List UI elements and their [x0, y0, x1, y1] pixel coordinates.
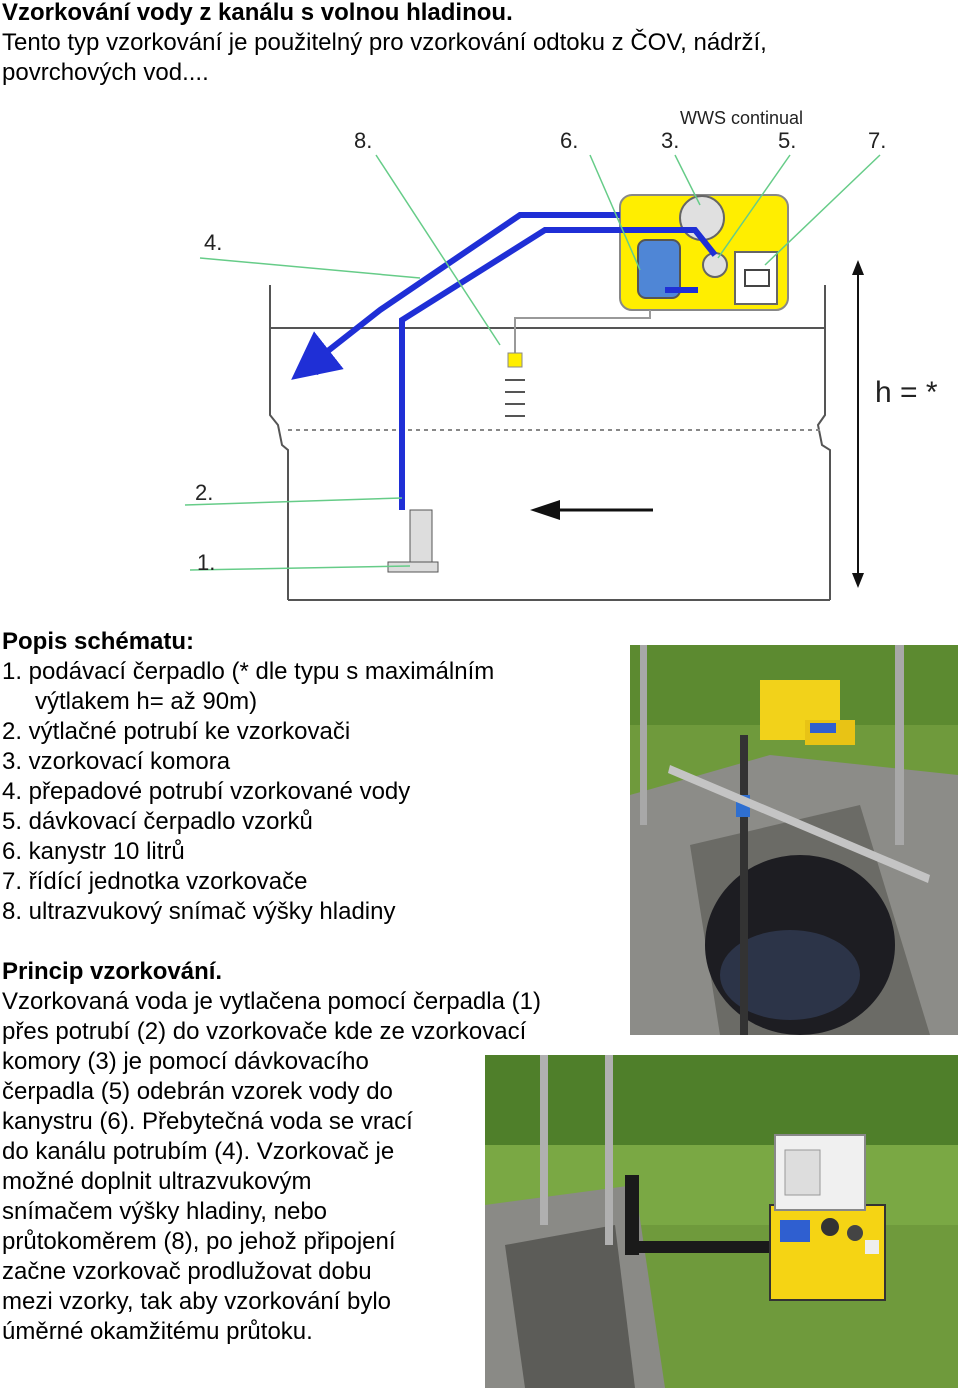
- intro-text-line-2: povrchových vod....: [2, 59, 209, 86]
- label-4: 4.: [204, 230, 222, 255]
- principle-line: čerpadla (5) odebrán vzorek vody do: [2, 1078, 393, 1105]
- overflow-arrow-head: [300, 350, 330, 375]
- feed-pump: [387, 509, 439, 573]
- principle-line: kanystru (6). Přebytečná voda se vrací: [2, 1108, 413, 1135]
- legend-item: 7. řídící jednotka vzorkovače: [2, 868, 308, 895]
- leader-lines: [184, 154, 881, 571]
- label-6: 6.: [560, 128, 578, 153]
- intro-text-line-1: Tento typ vzorkování je použitelný pro v…: [2, 29, 767, 56]
- legend-item: výtlakem h= až 90m): [35, 688, 258, 715]
- label-5: 5.: [778, 128, 796, 153]
- device-label: WWS continual: [680, 108, 803, 128]
- legend-item: 4. přepadové potrubí vzorkované vody: [2, 778, 411, 805]
- legend-item: 6. kanystr 10 litrů: [2, 838, 185, 865]
- principle-line: průtokoměrem (8), po jehož připojení: [2, 1228, 396, 1255]
- flow-direction-arrow: [530, 500, 653, 520]
- height-arrow: h = *: [852, 260, 938, 588]
- principle-line: snímačem výšky hladiny, nebo: [2, 1198, 328, 1225]
- sampling-scheme-diagram: WWS continual: [170, 100, 960, 615]
- page-title: Vzorkování vody z kanálu s volnou hladin…: [2, 0, 513, 26]
- legend-heading: Popis schématu:: [2, 628, 195, 655]
- principle-line: začne vzorkovač prodlužovat dobu: [2, 1258, 372, 1285]
- sampler-on-grass-photo: [485, 1055, 958, 1388]
- legend-item: 8. ultrazvukový snímač výšky hladiny: [2, 898, 396, 925]
- label-8: 8.: [354, 128, 372, 153]
- legend-item: 2. výtlačné potrubí ke vzorkovači: [2, 718, 351, 745]
- principle-line: mezi vzorky, tak aby vzorkování bylo: [2, 1288, 392, 1315]
- label-3: 3.: [661, 128, 679, 153]
- legend-item: 3. vzorkovací komora: [2, 748, 231, 775]
- sampler-device: WWS continual: [619, 108, 803, 311]
- principle-line: Vzorkovaná voda je vytlačena pomocí čerp…: [2, 988, 541, 1015]
- ultrasonic-sensor: [505, 310, 651, 417]
- principle-heading: Princip vzorkování.: [2, 958, 223, 985]
- label-1: 1.: [197, 550, 215, 575]
- legend-item: 5. dávkovací čerpadlo vzorků: [2, 808, 313, 835]
- legend-item: 1. podávací čerpadlo (* dle typu s maxim…: [2, 658, 495, 685]
- height-label: h = *: [875, 376, 938, 409]
- pipes: [291, 212, 718, 510]
- label-2: 2.: [195, 480, 213, 505]
- principle-line: možné doplnit ultrazvukovým: [2, 1168, 312, 1195]
- principle-line: přes potrubí (2) do vzorkovače kde ze vz…: [2, 1018, 527, 1045]
- principle-line: komory (3) je pomocí dávkovacího: [2, 1048, 369, 1075]
- principle-line: do kanálu potrubím (4). Vzorkovač je: [2, 1138, 395, 1165]
- channel-installation-photo: [630, 645, 958, 1035]
- label-7: 7.: [868, 128, 886, 153]
- principle-line: úměrné okamžitému průtoku.: [2, 1318, 313, 1345]
- channel-walls: [269, 285, 831, 601]
